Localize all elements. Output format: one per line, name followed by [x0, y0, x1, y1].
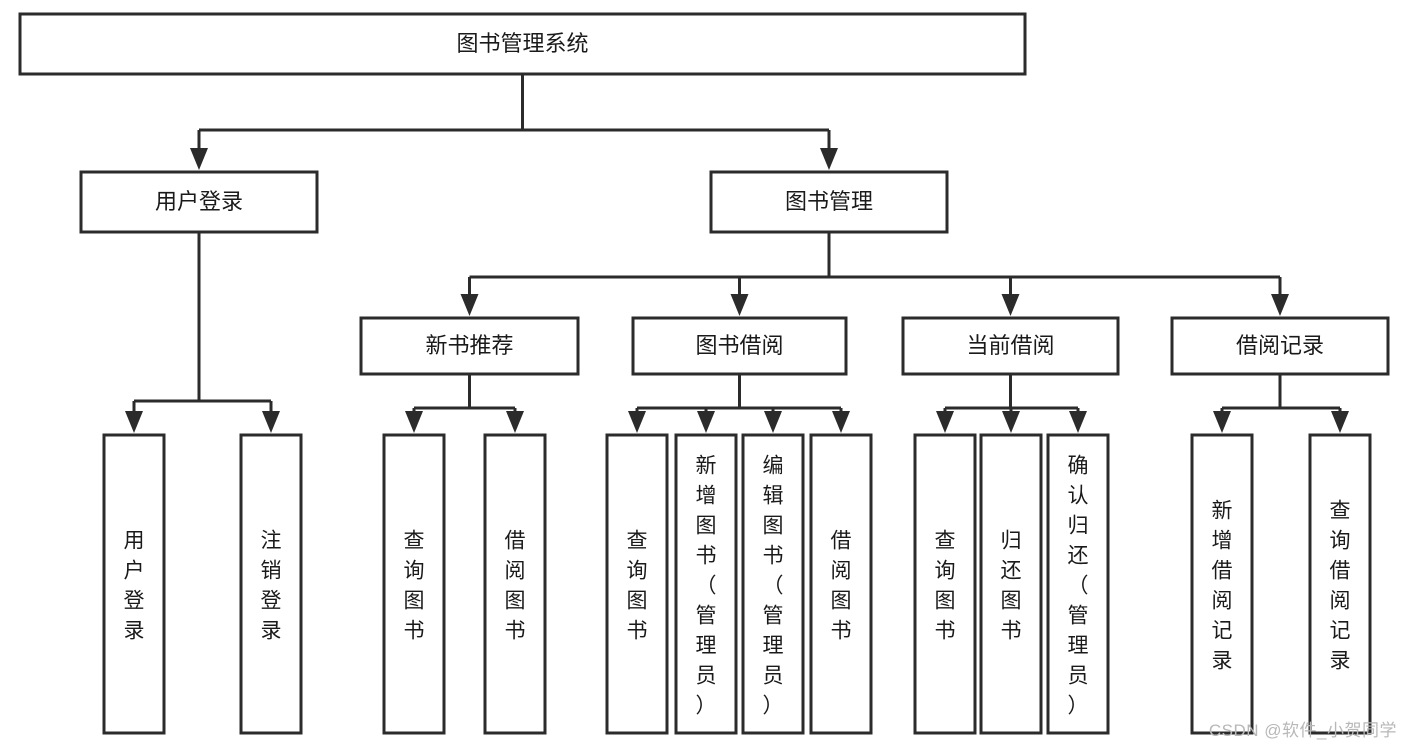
arrowhead-icon: [697, 411, 715, 433]
node-label: 用户登录: [155, 189, 243, 214]
node-label: 查询图书: [627, 529, 648, 642]
node-box: [913, 433, 977, 735]
node-box: [631, 316, 848, 376]
node-box: [102, 433, 166, 735]
node-current-borrow[interactable]: 当前借阅: [901, 316, 1120, 376]
node-leaf-query-record[interactable]: 查询借阅记录: [1308, 433, 1372, 735]
node-leaf-user-login[interactable]: 用户登录: [102, 433, 166, 735]
node-label: 图书管理: [785, 189, 873, 214]
arrowhead-icon: [506, 411, 524, 433]
node-box: [18, 12, 1027, 76]
arrowhead-icon: [405, 411, 423, 433]
node-box: [1046, 433, 1110, 735]
node-box: [79, 170, 319, 234]
node-leaf-confirm-return[interactable]: 确认归还（管理员）: [1046, 433, 1110, 735]
node-label: 当前借阅: [966, 333, 1054, 358]
node-label: 注销登录: [261, 529, 282, 642]
arrowhead-icon: [628, 411, 646, 433]
arrowhead-icon: [1331, 411, 1349, 433]
node-new-book-rec[interactable]: 新书推荐: [359, 316, 580, 376]
node-leaf-query-book-1[interactable]: 查询图书: [382, 433, 446, 735]
node-box: [359, 316, 580, 376]
arrowhead-icon: [190, 148, 208, 170]
node-book-borrow[interactable]: 图书借阅: [631, 316, 848, 376]
node-box: [1308, 433, 1372, 735]
node-label: 查询图书: [935, 529, 956, 642]
node-box: [901, 316, 1120, 376]
node-leaf-query-book-3[interactable]: 查询图书: [913, 433, 977, 735]
node-leaf-borrow-book-2[interactable]: 借阅图书: [809, 433, 873, 735]
node-label: 新增图书（管理员）: [696, 454, 717, 717]
node-box: [483, 433, 547, 735]
node-leaf-query-book-2[interactable]: 查询图书: [605, 433, 669, 735]
node-box: [741, 433, 805, 735]
arrowhead-icon: [936, 411, 954, 433]
node-book-manage[interactable]: 图书管理: [709, 170, 949, 234]
arrowhead-icon: [460, 294, 479, 316]
node-label: 图书管理系统: [456, 31, 588, 56]
node-label: 查询借阅记录: [1330, 499, 1351, 672]
arrowhead-icon: [262, 411, 280, 433]
node-user-login[interactable]: 用户登录: [79, 170, 319, 234]
node-box: [382, 433, 446, 735]
node-box: [709, 170, 949, 234]
node-leaf-return-book[interactable]: 归还图书: [979, 433, 1043, 735]
node-label: 新书推荐: [425, 333, 513, 358]
node-leaf-edit-book[interactable]: 编辑图书（管理员）: [741, 433, 805, 735]
node-label: 借阅图书: [505, 529, 526, 642]
node-leaf-logout[interactable]: 注销登录: [239, 433, 303, 735]
node-label: 借阅记录: [1236, 333, 1324, 358]
arrowhead-icon: [832, 411, 850, 433]
node-root[interactable]: 图书管理系统: [18, 12, 1027, 76]
node-box: [1190, 433, 1254, 735]
arrowhead-icon: [764, 411, 782, 433]
arrowhead-icon: [1001, 294, 1020, 316]
arrowhead-icon: [1069, 411, 1087, 433]
node-label: 借阅图书: [831, 529, 852, 642]
node-box: [605, 433, 669, 735]
node-leaf-add-record[interactable]: 新增借阅记录: [1190, 433, 1254, 735]
node-box: [674, 433, 738, 735]
node-label: 归还图书: [1001, 529, 1022, 642]
node-label: 图书借阅: [695, 333, 783, 358]
node-box: [979, 433, 1043, 735]
node-leaf-add-book[interactable]: 新增图书（管理员）: [674, 433, 738, 735]
node-label: 确认归还（管理员）: [1068, 454, 1089, 717]
nodes-layer: 图书管理系统用户登录图书管理新书推荐图书借阅当前借阅借阅记录用户登录注销登录查询…: [18, 12, 1390, 735]
node-box: [809, 433, 873, 735]
arrowhead-icon: [730, 294, 749, 316]
node-label: 查询图书: [404, 529, 425, 642]
node-label: 新增借阅记录: [1212, 499, 1233, 672]
arrowhead-icon: [1271, 294, 1289, 316]
node-borrow-record[interactable]: 借阅记录: [1170, 316, 1390, 376]
edges-layer: [125, 74, 1349, 433]
arrowhead-icon: [125, 411, 143, 433]
node-box: [239, 433, 303, 735]
node-box: [1170, 316, 1390, 376]
arrowhead-icon: [820, 148, 838, 170]
arrowhead-icon: [1213, 411, 1231, 433]
node-leaf-borrow-book-1[interactable]: 借阅图书: [483, 433, 547, 735]
node-label: 编辑图书（管理员）: [763, 454, 784, 717]
node-label: 用户登录: [124, 529, 145, 642]
arrowhead-icon: [1002, 411, 1020, 433]
